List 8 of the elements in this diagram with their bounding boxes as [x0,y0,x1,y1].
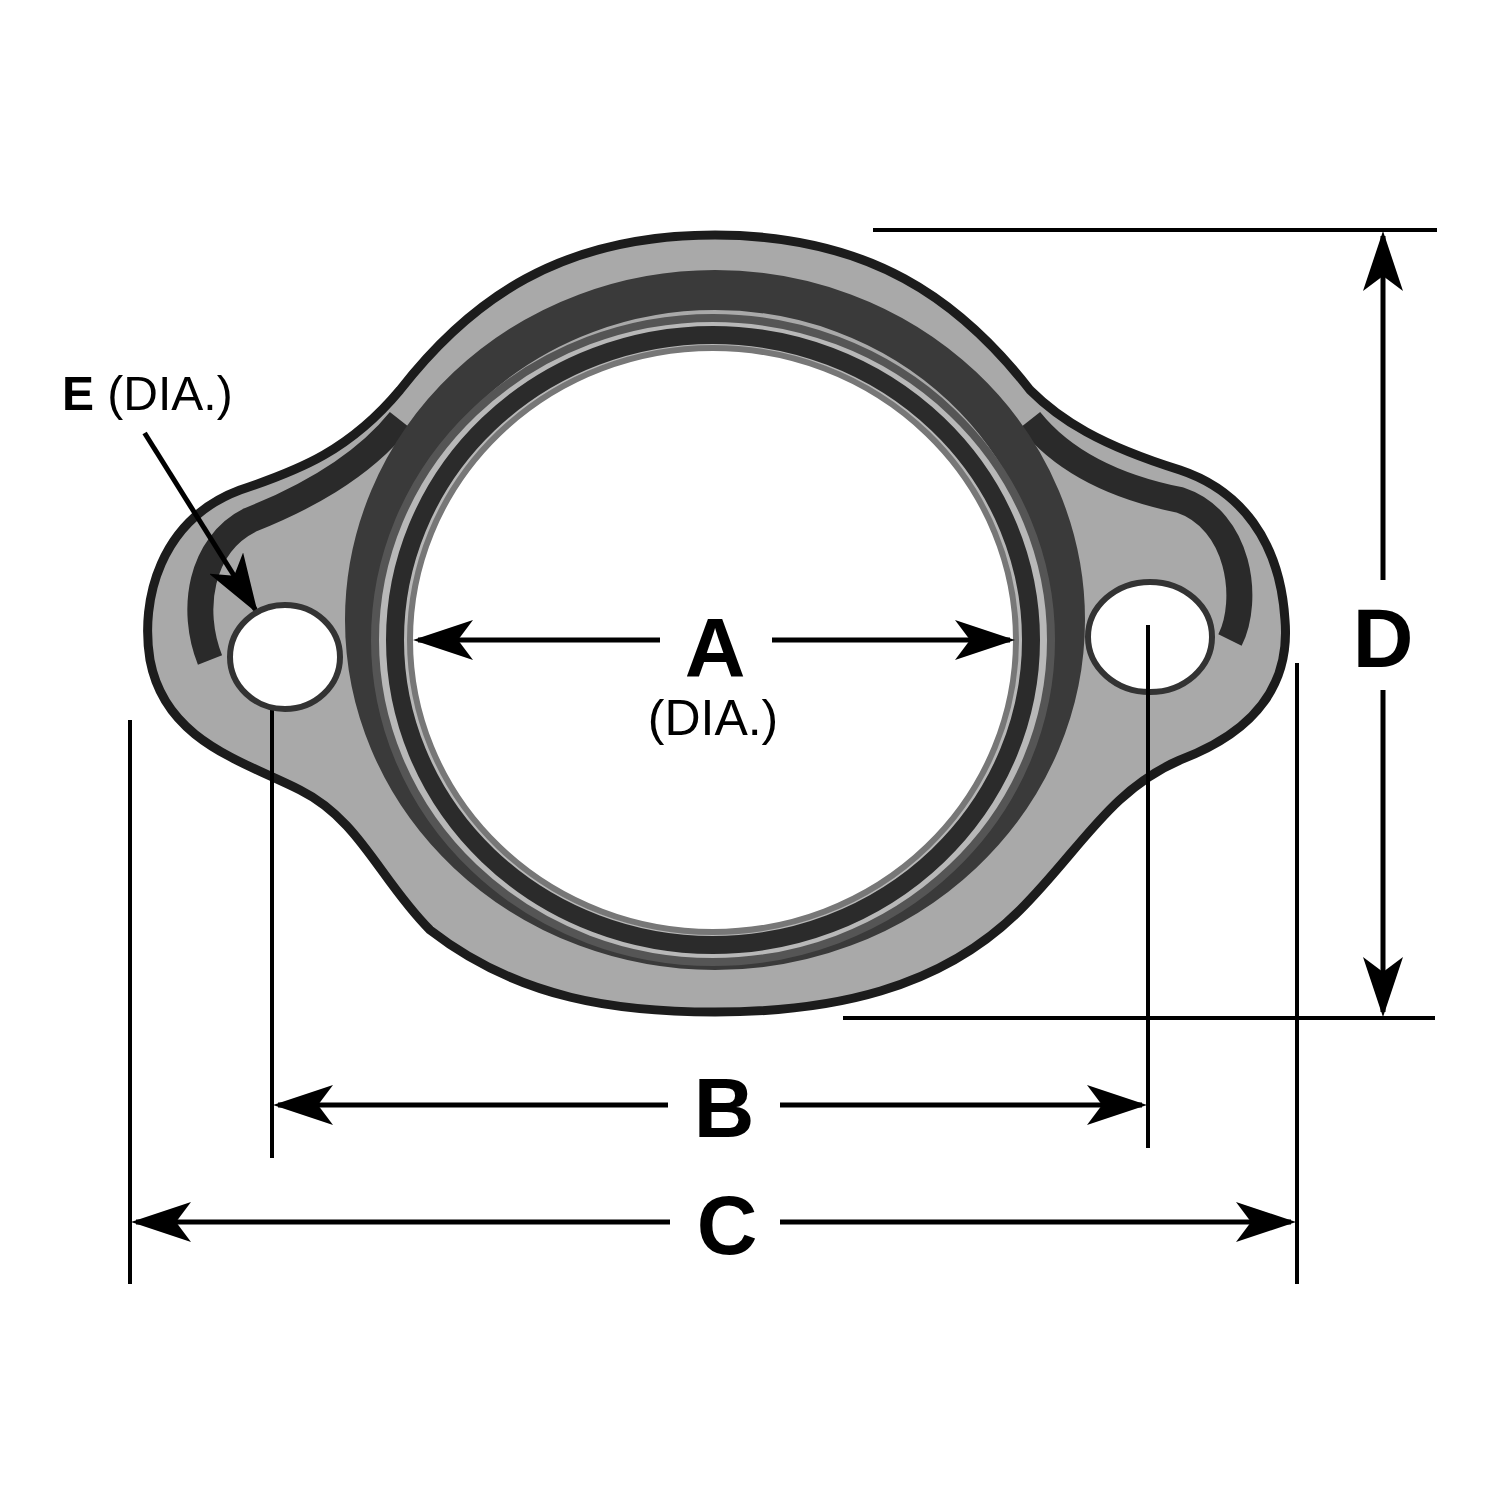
leader-line [142,431,258,614]
dimension-label: D [1352,596,1414,680]
dimension-label: A [684,606,746,690]
dimension-label: (DIA.) [647,693,779,743]
dimension-label: B [693,1066,755,1150]
bolt-hole [227,602,343,712]
dimension-label: C [696,1183,758,1267]
dimension-label: E (DIA.) [62,370,233,418]
